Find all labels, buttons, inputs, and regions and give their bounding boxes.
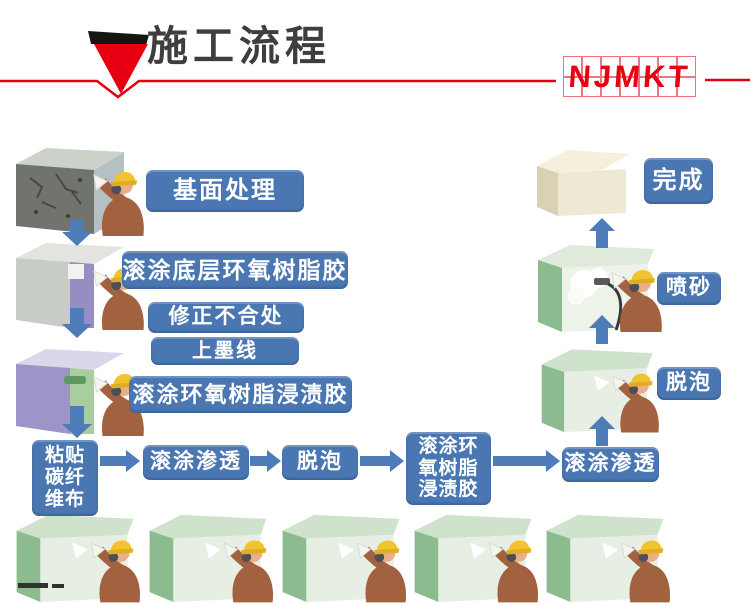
brand-text: NJMKT (567, 58, 692, 94)
black-bar (88, 31, 149, 45)
arrow-right-3 (360, 450, 404, 472)
worker-figure (93, 171, 145, 237)
arrow-up-1 (589, 416, 615, 446)
arrow-down-1 (62, 220, 92, 246)
roll-impregnation2-line-3: 浸渍胶 (418, 479, 479, 501)
flow-step-roll-permeate-1: 滚涂渗透 (143, 445, 249, 480)
flow-step-complete: 完成 (644, 158, 713, 204)
flow-step-paste-cfrp: 粘贴 碳纤 维布 (32, 440, 98, 516)
roll-impregnation2-line-1: 滚涂环 (418, 435, 479, 457)
page-title: 施工流程 (147, 23, 331, 69)
arrow-right-2 (250, 450, 281, 472)
scene-roll-impregnation (16, 349, 145, 436)
roll-impregnation2-line-2: 氧树脂 (418, 457, 479, 479)
arrow-down-2 (62, 308, 92, 338)
flow-step-defoam-2: 脱泡 (657, 367, 721, 400)
cube-base-shadow (18, 583, 48, 588)
arrow-up-3 (589, 218, 615, 248)
flow-step-roll-impregnation: 滚涂环氧树脂浸渍胶 (129, 376, 352, 413)
brand-logo: NJMKT (563, 56, 696, 97)
logo-grid (563, 56, 696, 97)
arrow-right-1 (100, 450, 140, 472)
paste-cfrp-line-1: 粘贴 (44, 445, 85, 467)
scene-bottom-3 (276, 505, 411, 604)
paste-cfrp-line-3: 维布 (44, 488, 85, 510)
scene-complete-cube (537, 150, 629, 216)
scene-bottom-1 (10, 505, 145, 604)
scene-bottom-5 (540, 505, 675, 604)
scene-defoam (532, 340, 667, 434)
arrow-up-2 (589, 315, 615, 344)
scene-sandblast (538, 245, 663, 332)
flow-step-defoam-1: 脱泡 (282, 445, 358, 480)
flow-step-roll-primer: 滚涂底层环氧树脂胶 (122, 251, 348, 289)
flow-step-roll-impregnation-2: 滚涂环 氧树脂 浸渍胶 (406, 432, 491, 505)
scene-base-treatment (16, 148, 145, 237)
scene-bottom-4 (408, 505, 543, 604)
worker-figure (611, 269, 663, 332)
red-triangle-icon (94, 44, 148, 94)
flow-step-sandblast: 喷砂 (657, 272, 721, 305)
green-cube-worker-scene (542, 349, 659, 432)
flow-step-base-treatment: 基面处理 (146, 170, 304, 212)
flow-step-roll-permeate-2: 滚涂渗透 (562, 447, 659, 482)
paste-cfrp-line-2: 碳纤 (44, 467, 85, 489)
arrow-down-3 (62, 406, 92, 438)
cube-base-shadow (52, 584, 64, 588)
scene-bottom-2 (143, 505, 278, 604)
flow-step-fix-mismatch: 修正不合处 (148, 302, 304, 333)
arrow-right-4 (493, 450, 560, 472)
flow-step-ink-line: 上墨线 (151, 337, 299, 365)
